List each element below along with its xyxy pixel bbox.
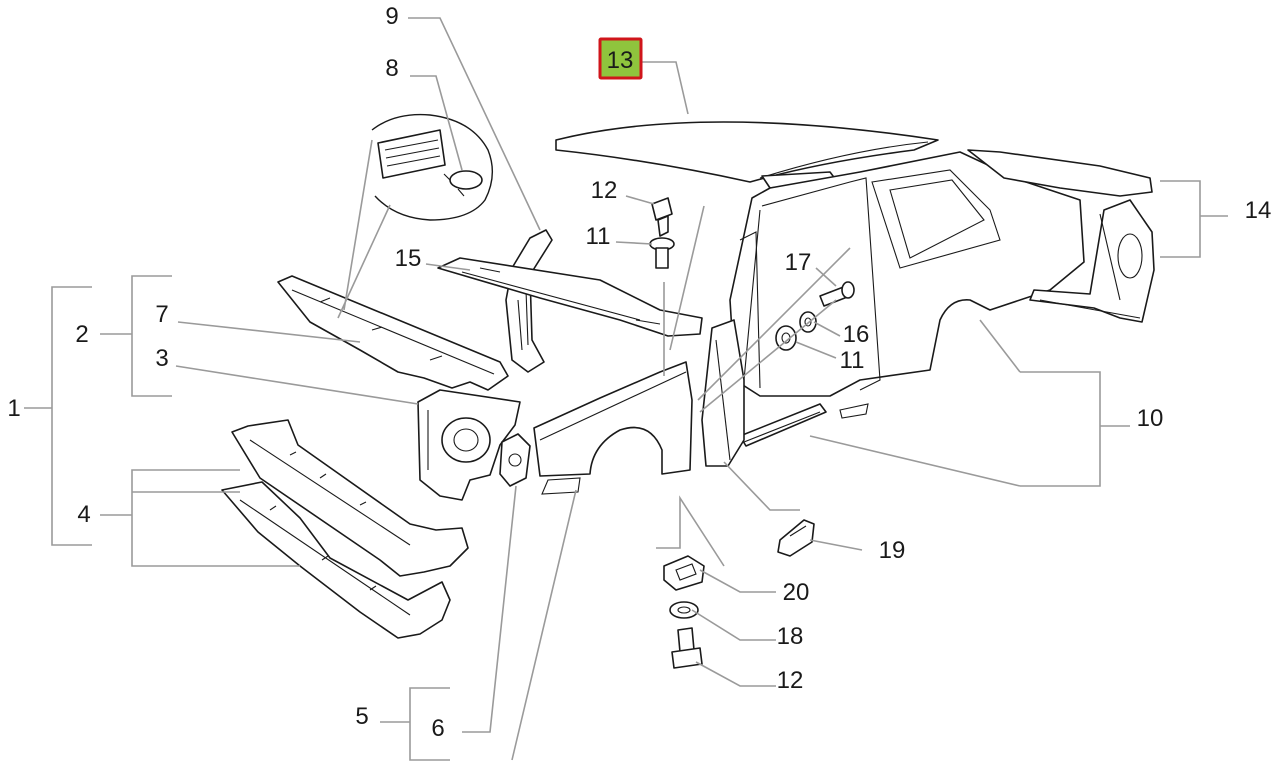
- callout-1[interactable]: 1: [7, 395, 20, 422]
- callout-9[interactable]: 9: [385, 3, 398, 30]
- callout-15[interactable]: 15: [395, 245, 422, 272]
- highlight-box: [598, 37, 643, 80]
- leader-lines: [24, 17, 1228, 761]
- callout-13[interactable]: 13: [607, 47, 634, 74]
- callout-20[interactable]: 20: [783, 579, 810, 606]
- callout-7[interactable]: 7: [155, 301, 168, 328]
- callout-14[interactable]: 14: [1245, 197, 1272, 224]
- callout-18[interactable]: 18: [777, 623, 804, 650]
- callout-12-bottom[interactable]: 12: [777, 667, 804, 694]
- callout-4[interactable]: 4: [77, 501, 90, 528]
- callout-3[interactable]: 3: [155, 345, 168, 372]
- callout-8[interactable]: 8: [385, 55, 398, 82]
- callout-2[interactable]: 2: [75, 321, 88, 348]
- callout-11-right[interactable]: 11: [840, 347, 865, 374]
- callout-16[interactable]: 16: [843, 321, 870, 348]
- callout-19[interactable]: 19: [879, 537, 906, 564]
- callout-6[interactable]: 6: [431, 715, 444, 742]
- callout-labels: 1 2 3 4 5 6 7 8 9 10 11 11 12 12 14 15 1…: [7, 3, 1271, 742]
- callout-13-highlight[interactable]: 13: [598, 37, 643, 80]
- callout-11-top[interactable]: 11: [586, 223, 611, 250]
- callout-12-top[interactable]: 12: [591, 177, 618, 204]
- callout-17[interactable]: 17: [785, 249, 812, 276]
- callout-5[interactable]: 5: [355, 703, 368, 730]
- parts-drawing: [221, 113, 1155, 669]
- callout-10[interactable]: 10: [1137, 405, 1164, 432]
